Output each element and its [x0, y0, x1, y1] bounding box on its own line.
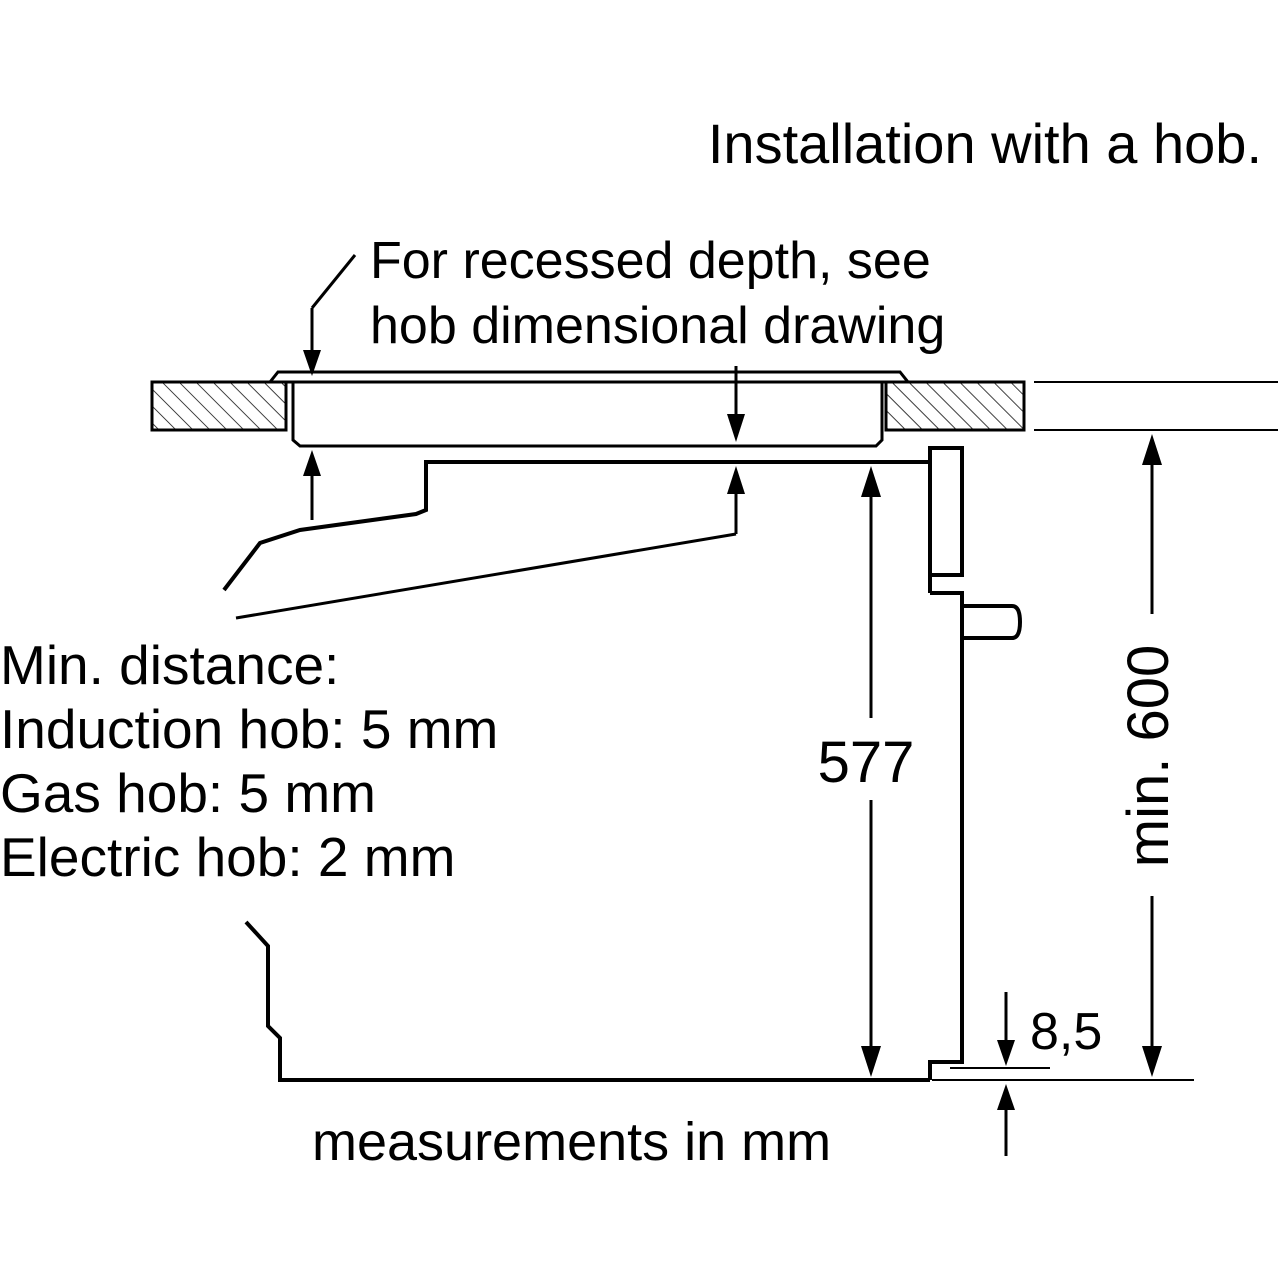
hob-depth-arrow [727, 366, 745, 442]
recess-leader-arrow [303, 254, 357, 376]
oven-body [222, 460, 930, 1082]
niche-height-label: min. 600 [1116, 645, 1181, 867]
worktop-left [150, 380, 288, 432]
min-distance-gas: Gas hob: 5 mm [0, 762, 376, 824]
niche-height-dimension [1142, 434, 1162, 1077]
recess-note-line1: For recessed depth, see [370, 232, 931, 290]
oven-door [928, 446, 964, 1080]
min-distance-arrow-left [303, 450, 321, 520]
min-distance-electric: Electric hob: 2 mm [0, 826, 455, 888]
offset-dimension [997, 992, 1015, 1156]
recess-note-line2: hob dimensional drawing [370, 297, 945, 355]
units-note: measurements in mm [312, 1112, 831, 1172]
worktop-right [884, 380, 1026, 432]
oven-height-label: 577 [818, 730, 915, 795]
min-distance-heading: Min. distance: [0, 634, 339, 696]
min-distance-arrow-center [235, 466, 745, 620]
oven-height-dimension [861, 466, 881, 1077]
diagram-title: Installation with a hob. [708, 112, 1262, 175]
offset-label: 8,5 [1030, 1003, 1102, 1061]
hob [266, 370, 912, 448]
min-distance-induction: Induction hob: 5 mm [0, 698, 498, 760]
bottom-reference-lines [932, 1067, 1194, 1081]
oven-knob-icon [962, 604, 1023, 640]
worktop-reference-lines [1034, 381, 1278, 431]
